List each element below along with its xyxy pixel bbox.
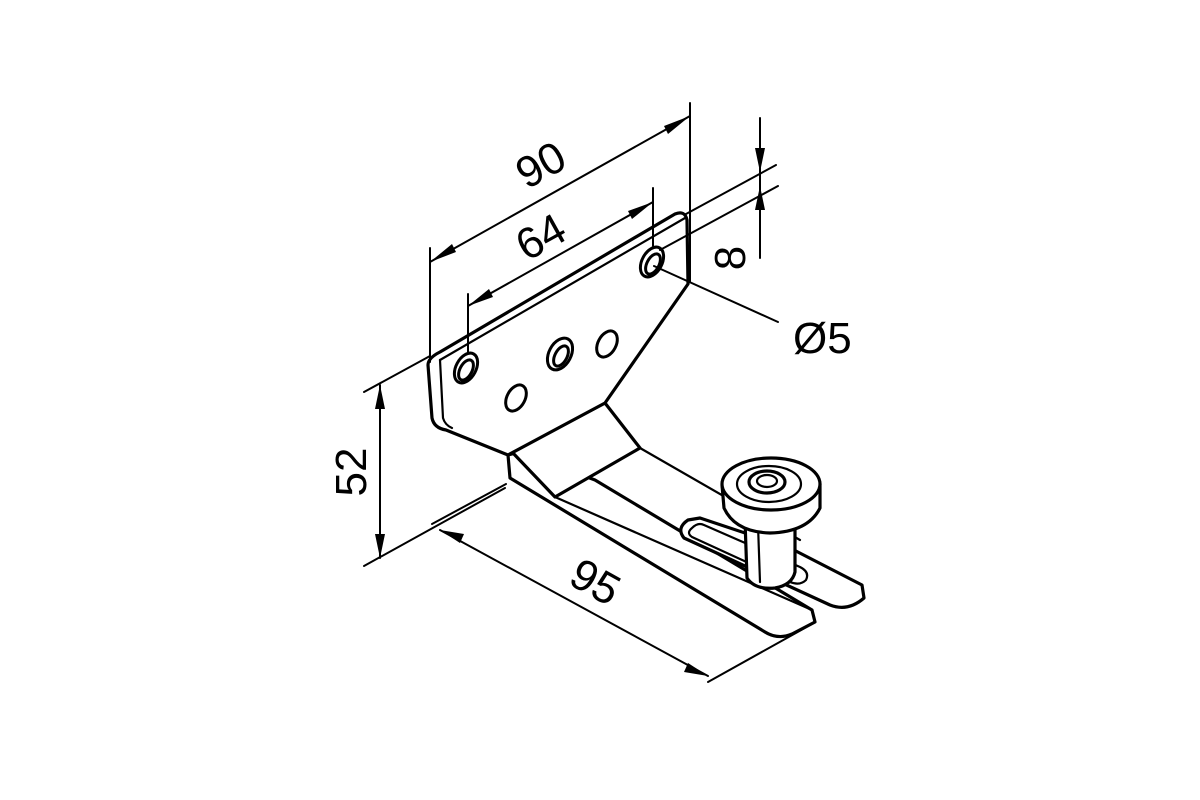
roller-ring	[735, 464, 803, 504]
roller-hub	[747, 469, 787, 495]
dimension-90-label: 90	[508, 132, 575, 199]
dimension-52-label: 52	[327, 448, 376, 497]
mounting-hole-2	[504, 383, 528, 413]
dimension-8-label: 8	[706, 246, 755, 270]
mounting-hole-1-inner	[457, 358, 475, 382]
mounting-hole-5-inner	[644, 252, 662, 276]
vertical-plate	[426, 211, 690, 457]
gusset-line-1	[553, 495, 814, 612]
base-plate-edge	[508, 476, 767, 634]
dimension-diameter-label: Ø5	[793, 314, 852, 363]
bracket-part	[426, 211, 866, 639]
roller-shaft-line	[756, 523, 762, 584]
dimension-diameter: Ø5	[653, 265, 852, 363]
dimension-95-label: 95	[562, 549, 629, 616]
plate-edge-left	[438, 358, 454, 430]
plate-edge-top	[438, 216, 687, 362]
dimension-64-label: 64	[508, 204, 575, 271]
dimension-8: 8	[659, 117, 779, 270]
mounting-hole-4	[595, 329, 619, 359]
dimension-52: 52	[327, 355, 506, 567]
mounting-hole-3-inner	[552, 344, 570, 368]
guide-roller	[720, 456, 822, 590]
roller-hub-inner	[755, 473, 779, 489]
guide-slot	[687, 522, 809, 585]
